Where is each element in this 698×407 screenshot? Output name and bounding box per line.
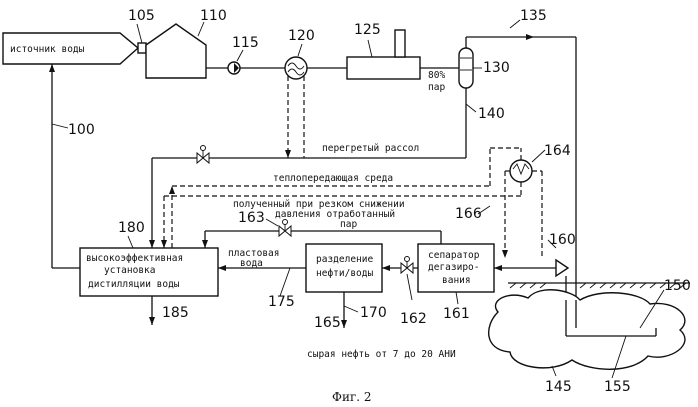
distill-label-1: высокоэффективная [86,253,183,264]
ref-110: 110 [200,8,227,24]
ref-150: 150 [664,278,691,294]
steam-quality-label: 80% [428,70,445,81]
ref-125: 125 [354,22,381,38]
ref-145: 145 [545,379,572,395]
ref-185: 185 [162,305,189,321]
treatment-unit-110 [146,24,206,78]
ref-115: 115 [232,35,259,51]
heat-exchanger-120 [285,57,307,79]
ref-105: 105 [128,8,155,24]
separation-label-2: нефти/воды [316,268,373,279]
ref-175: 175 [268,294,295,310]
wellhead-160 [556,260,568,276]
ref-155: 155 [604,379,631,395]
steam-word-label: пар [428,82,445,93]
connector-105 [138,43,146,53]
ref-120: 120 [288,28,315,44]
ref-135: 135 [520,8,547,24]
separation-label-1: разделение [316,254,373,265]
steam-generator-125 [347,57,420,79]
ref-162: 162 [400,311,427,327]
ref-161: 161 [443,306,470,322]
ref-163: 163 [238,210,265,226]
ref-166: 166 [455,206,482,222]
ref-180: 180 [118,220,145,236]
flash-steam-line2: давления отработанный [275,209,395,220]
degas-label-3: вания [442,275,471,286]
ref-130: 130 [483,60,510,76]
water-source-label: источник воды [10,44,85,55]
stack-125 [395,30,405,57]
superheated-brine-label: перегретый рассол [322,143,419,154]
ref-140: 140 [478,106,505,122]
separator-vessel-130 [459,48,473,88]
degas-label-2: дегазиро- [428,262,479,273]
heat-transfer-label: теплопередающая среда [273,173,393,184]
produced-water-line2: вода [240,258,263,269]
distill-label-3: дистилляции воды [88,279,180,290]
ref-100: 100 [68,122,95,138]
figure-caption: Фиг. 2 [332,390,372,404]
heat-exchanger-164 [510,160,532,182]
ref-170: 170 [360,305,387,321]
flash-steam-line3: пар [340,219,357,230]
distill-label-2: установка [104,265,155,276]
ref-165: 165 [314,315,341,331]
crude-oil-label: сырая нефть от 7 до 20 АНИ [307,349,456,360]
degas-label-1: сепаратор [428,250,480,261]
ref-160: 160 [549,232,576,248]
ref-164: 164 [544,143,571,159]
